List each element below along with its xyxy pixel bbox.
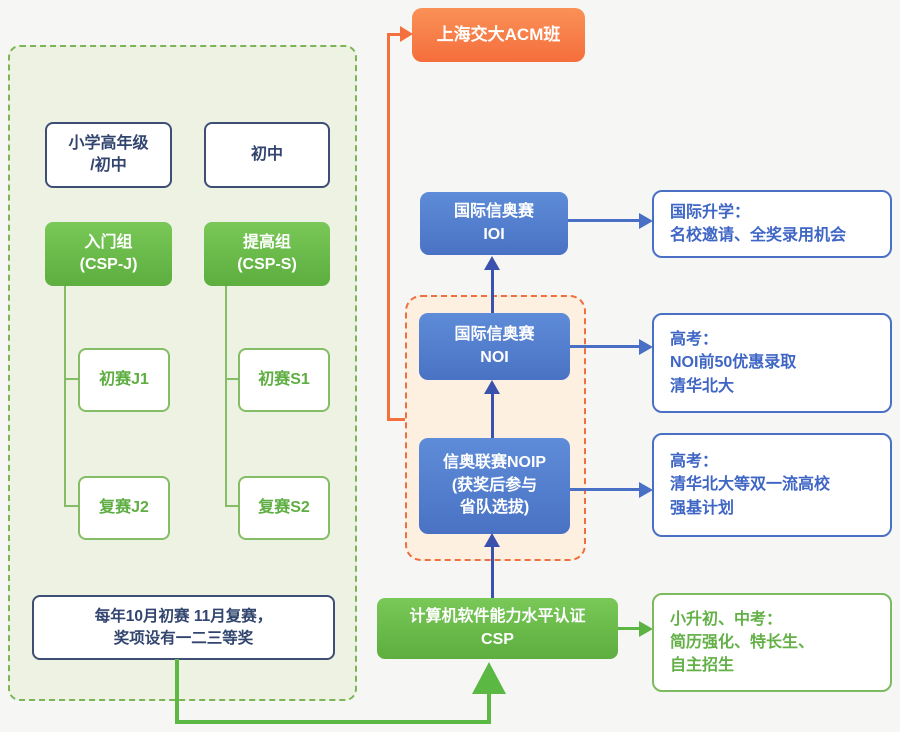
csp-box-line: CSP <box>481 630 514 648</box>
grade-box-line: /初中 <box>90 157 127 174</box>
connector-csps-s1 <box>225 378 238 380</box>
connector-noi-to-acm-v <box>387 33 390 421</box>
connector-noi-to-acm-h2 <box>387 33 401 36</box>
connector-noip-to-outcome <box>570 488 640 491</box>
connector-csp-to-outcome <box>618 627 640 630</box>
connector-csps-branch <box>225 286 227 507</box>
arrowhead-into-noi <box>484 380 500 394</box>
ioi-box-line: IOI <box>483 225 505 243</box>
arrowhead-into-outcome-4 <box>639 621 653 637</box>
noi-box-line: NOI <box>480 348 509 366</box>
ioi-box: 国际信奥赛 IOI <box>420 192 568 255</box>
arrowhead-into-outcome-3 <box>639 482 653 498</box>
outcome-box-gaokao-qiangji: 高考： 清华北大等双一流高校 强基计划 <box>652 433 892 537</box>
outcome-line: 高考： <box>670 453 719 471</box>
outcome-box-zhongkao: 小升初、中考： 简历强化、特长生、 自主招生 <box>652 593 892 692</box>
connector-note-to-csp-v1 <box>175 659 179 724</box>
ioi-box-line: 国际信奥赛 <box>453 203 534 221</box>
arrowhead-into-noip <box>484 533 500 547</box>
outcome-line: 自主招生 <box>670 657 735 675</box>
connector-csps-s2 <box>225 505 238 507</box>
group-box-line: 提高组 <box>242 233 291 251</box>
noip-box-line: (获奖后参与 <box>451 476 538 494</box>
acm-class-box: 上海交大ACM班 <box>412 8 585 62</box>
connector-cspj-branch <box>64 286 66 507</box>
grade-box-line: 初中 <box>250 145 283 163</box>
connector-csp-to-noip <box>491 546 494 598</box>
csp-box-line: 计算机软件能力水平认证 <box>409 608 586 626</box>
stage-box-j1: 初赛J1 <box>78 348 170 412</box>
outcome-box-gaokao-noi: 高考： NOI前50优惠录取 清华北大 <box>652 313 892 413</box>
acm-class-label: 上海交大ACM班 <box>436 25 561 45</box>
connector-noi-to-ioi <box>491 268 494 313</box>
stage-box-s2: 复赛S2 <box>238 476 330 540</box>
connector-cspj-j2 <box>64 505 78 507</box>
arrowhead-into-outcome-2 <box>639 339 653 355</box>
schedule-note-line: 每年10月初赛 11月复赛， <box>94 607 273 625</box>
noip-box: 信奥联赛NOIP (获奖后参与 省队选拔) <box>419 438 570 534</box>
outcome-line: 清华北大等双一流高校 <box>670 476 831 494</box>
connector-noi-to-acm-h1 <box>387 418 405 421</box>
grade-box-line: 小学高年级 <box>68 134 149 152</box>
stage-box-s1: 初赛S1 <box>238 348 330 412</box>
connector-ioi-to-outcome <box>568 219 640 222</box>
group-box-csp-s: 提高组 (CSP-S) <box>204 222 330 286</box>
stage-box-label: 复赛S2 <box>258 498 310 516</box>
group-box-line: (CSP-J) <box>79 256 138 273</box>
group-box-csp-j: 入门组 (CSP-J) <box>45 222 172 286</box>
outcome-box-international: 国际升学： 名校邀请、全奖录用机会 <box>652 190 892 258</box>
arrowhead-into-acm <box>400 26 413 42</box>
arrowhead-into-outcome-1 <box>639 213 653 229</box>
outcome-line: 清华北大 <box>670 377 735 395</box>
noi-box-line: 国际信奥赛 <box>454 326 535 344</box>
csp-box: 计算机软件能力水平认证 CSP <box>377 598 618 659</box>
outcome-line: 小升初、中考： <box>670 610 783 628</box>
noip-box-line: 省队选拔) <box>459 499 530 517</box>
stage-box-label: 复赛J2 <box>99 498 149 516</box>
outcome-line: NOI前50优惠录取 <box>670 354 797 372</box>
connector-note-to-csp-v2 <box>487 690 491 724</box>
grade-box-primary: 小学高年级 /初中 <box>45 122 172 188</box>
noip-box-line: 信奥联赛NOIP <box>442 454 547 472</box>
stage-box-j2: 复赛J2 <box>78 476 170 540</box>
stage-box-label: 初赛S1 <box>258 370 310 388</box>
arrowhead-into-ioi <box>484 256 500 270</box>
grade-box-junior: 初中 <box>204 122 330 188</box>
group-box-line: (CSP-S) <box>237 256 297 273</box>
schedule-note-line: 奖项设有一二三等奖 <box>113 629 254 647</box>
outcome-line: 简历强化、特长生、 <box>670 633 815 651</box>
group-box-line: 入门组 <box>84 233 133 251</box>
schedule-note-box: 每年10月初赛 11月复赛， 奖项设有一二三等奖 <box>32 595 335 660</box>
arrowhead-into-csp <box>472 662 506 694</box>
outcome-line: 国际升学： <box>670 203 751 221</box>
connector-noi-to-outcome <box>570 345 640 348</box>
noi-box: 国际信奥赛 NOI <box>419 313 570 380</box>
stage-box-label: 初赛J1 <box>99 370 149 388</box>
connector-note-to-csp-h <box>175 720 491 724</box>
outcome-line: 强基计划 <box>670 499 735 517</box>
outcome-line: 名校邀请、全奖录用机会 <box>670 227 847 244</box>
connector-cspj-j1 <box>64 378 78 380</box>
outcome-line: 高考： <box>670 331 719 349</box>
connector-noip-to-noi <box>491 392 494 438</box>
